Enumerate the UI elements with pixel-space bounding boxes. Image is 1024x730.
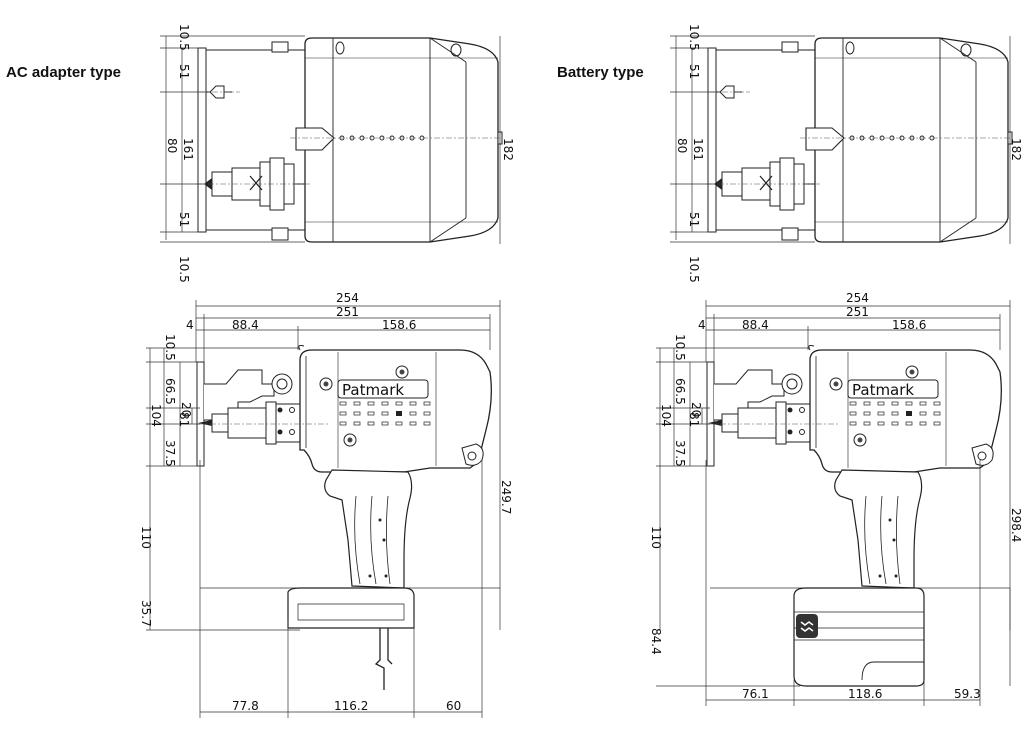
dim-inner-b: 81 — [177, 412, 191, 427]
dim-bottom-b: 118.6 — [848, 687, 882, 701]
dim-bottom-a: 77.8 — [232, 699, 259, 713]
dim-top-c: 80 — [165, 138, 179, 153]
dim-bottom-b: 116.2 — [334, 699, 368, 713]
dim-bottom-c: 59.3 — [954, 687, 981, 701]
dim-bottom-a: 76.1 — [742, 687, 769, 701]
dim-top-b: 51 — [177, 64, 191, 79]
dim-front-length: 88.4 — [232, 318, 259, 332]
dim-lower-a: 110 — [139, 526, 153, 549]
dim-overall-width: 254 — [336, 291, 359, 305]
battery-type-label: Battery type — [557, 64, 644, 81]
dim-top-e: 10.5 — [687, 256, 701, 283]
dim-lower-b: 84.4 — [649, 628, 663, 655]
dim-rear-length: 158.6 — [892, 318, 926, 332]
dim-body-width: 251 — [336, 305, 359, 319]
ac-brand-logo: Patmark — [342, 381, 404, 399]
dim-top-a: 10.5 — [177, 24, 191, 51]
dim-lower-a: 110 — [649, 526, 663, 549]
ac-top-dims: 10.5 51 80 51 10.5 161 182 — [165, 24, 515, 283]
dim-front-length: 88.4 — [742, 318, 769, 332]
ac-top-view — [159, 35, 503, 245]
dim-left-a: 10.5 — [673, 334, 687, 361]
dim-lower-b: 35.7 — [139, 600, 153, 627]
battery-top-view — [669, 35, 1013, 245]
dim-left-b: 66.5 — [163, 378, 177, 405]
dim-total-height: 249.7 — [499, 480, 513, 514]
ac-side-view — [145, 299, 501, 718]
dim-top-c: 80 — [675, 138, 689, 153]
battery-side-view — [655, 299, 1011, 706]
dim-bottom-c: 60 — [446, 699, 461, 713]
dim-top-e: 10.5 — [177, 256, 191, 283]
dim-inner-a: 20 — [179, 402, 193, 417]
dim-top-d: 51 — [177, 212, 191, 227]
ac-side-dims: 254 251 4 88.4 158.6 10.5 66.5 104 37.5 … — [139, 291, 513, 713]
dim-left-a: 10.5 — [163, 334, 177, 361]
dim-nose: 4 — [186, 318, 194, 332]
dim-top-d: 51 — [687, 212, 701, 227]
dim-body-width: 251 — [846, 305, 869, 319]
dim-nose: 4 — [698, 318, 706, 332]
dim-inner-a: 20 — [689, 402, 703, 417]
dim-rear-length: 158.6 — [382, 318, 416, 332]
dim-left-d: 37.5 — [163, 440, 177, 467]
dim-inner-b: 81 — [687, 412, 701, 427]
battery-brand-logo: Patmark — [852, 381, 914, 399]
dim-left-c: 104 — [659, 404, 673, 427]
dim-top-inner: 161 — [691, 138, 705, 161]
battery-side-dims: 254 251 4 88.4 158.6 10.5 66.5 104 37.5 … — [649, 291, 1023, 701]
dim-total-height: 298.4 — [1009, 508, 1023, 542]
dim-top-a: 10.5 — [687, 24, 701, 51]
dim-overall-width: 254 — [846, 291, 869, 305]
dim-left-b: 66.5 — [673, 378, 687, 405]
dim-top-b: 51 — [687, 64, 701, 79]
dim-top-height: 182 — [501, 138, 515, 161]
dim-top-inner: 161 — [181, 138, 195, 161]
battery-top-dims: 10.5 51 80 51 10.5 161 182 — [675, 24, 1023, 283]
dim-left-d: 37.5 — [673, 440, 687, 467]
ac-adapter-type-label: AC adapter type — [6, 64, 122, 81]
dim-left-c: 104 — [149, 404, 163, 427]
dim-top-height: 182 — [1009, 138, 1023, 161]
